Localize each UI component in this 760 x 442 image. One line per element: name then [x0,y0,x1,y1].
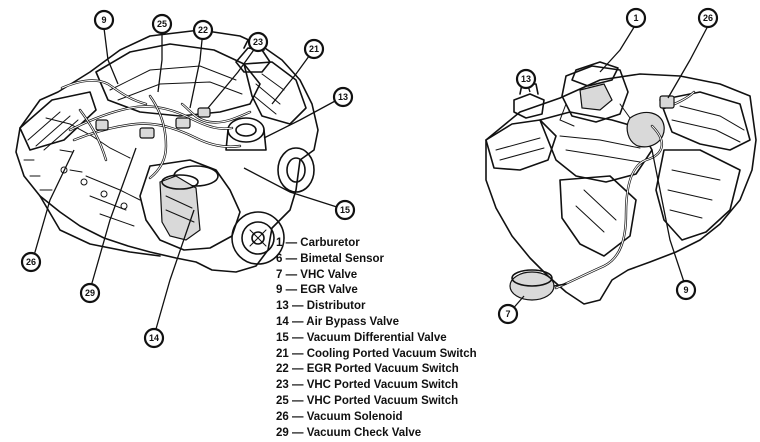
callout-right-7: 7 [497,303,519,325]
svg-text:13: 13 [521,74,531,84]
legend-item: 23 — VHC Ported Vacuum Switch [276,379,459,392]
callout-left-22: 22 [192,19,214,41]
svg-text:1: 1 [633,13,638,23]
legend-item: 14 — Air Bypass Valve [276,315,399,328]
callout-right-26: 26 [697,7,719,29]
leader-lines [32,21,711,337]
svg-text:15: 15 [340,205,350,215]
callout-left-21: 21 [303,38,325,60]
legend-item: 21 — Cooling Ported Vacuum Switch [276,347,477,360]
callout-left-29: 29 [79,282,101,304]
svg-text:13: 13 [338,92,348,102]
legend-item: 7 — VHC Valve [276,268,358,281]
callout-left-14: 14 [143,327,165,349]
legend-item: 15 — Vacuum Differential Valve [276,331,447,344]
legend-item: 1 — Carburetor [276,237,360,249]
svg-text:21: 21 [309,44,319,54]
legend-item: 6 — Bimetal Sensor [276,252,385,265]
svg-text:29: 29 [85,288,95,298]
legend-item: 9 — EGR Valve [276,284,358,297]
callout-right-13: 13 [515,68,537,90]
svg-text:7: 7 [505,309,510,319]
svg-text:25: 25 [157,19,167,29]
svg-text:9: 9 [683,285,688,295]
callout-right-1-top: 1 [625,7,647,29]
legend-item: 29 — Vacuum Check Valve [276,426,422,439]
legend-item: 25 — VHC Ported Vacuum Switch [276,394,459,407]
callout-left-9: 9 [93,9,115,31]
legend-item: 26 — Vacuum Solenoid [276,410,403,423]
callout-left-26: 26 [20,251,42,273]
svg-text:26: 26 [26,257,36,267]
svg-text:23: 23 [253,37,263,47]
left-engine-drawing [15,29,319,273]
right-engine-drawing [485,61,757,305]
callout-left-23: 23 [247,31,269,53]
legend-item: 22 — EGR Ported Vacuum Switch [276,363,459,376]
callout-left-15: 15 [334,199,356,221]
legend-item: 13 — Distributor [276,300,366,313]
svg-text:9: 9 [101,15,106,25]
svg-text:14: 14 [149,333,159,343]
component-legend: 1 — Carburetor 6 — Bimetal Sensor 7 — VH… [276,236,477,441]
callout-left-13: 13 [332,86,354,108]
svg-text:26: 26 [703,13,713,23]
callout-left-25: 25 [151,13,173,35]
callout-right-9: 9 [675,279,697,301]
svg-text:22: 22 [198,25,208,35]
